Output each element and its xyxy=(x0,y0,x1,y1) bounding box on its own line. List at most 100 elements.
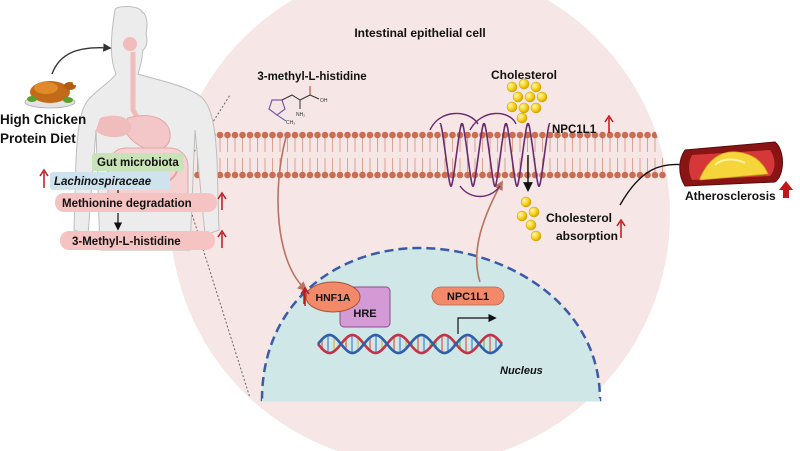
lipid-head xyxy=(344,131,351,139)
microbiota-box xyxy=(92,153,184,171)
lipid-head xyxy=(621,171,629,179)
lipid-head xyxy=(614,171,621,179)
lipid-head xyxy=(501,171,509,179)
imidazole-ring xyxy=(268,99,286,116)
lipid-head xyxy=(216,171,224,179)
lipid-head xyxy=(441,171,449,179)
cholesterol-ball xyxy=(536,91,548,103)
lipid-head xyxy=(254,171,261,179)
lipid-head xyxy=(396,131,404,139)
cholesterol-ball xyxy=(518,102,530,114)
lipid-head xyxy=(299,171,306,179)
methylhistidine-molecule: 3-methyl-L-histidine OH NH₂ CH₃ xyxy=(257,71,366,126)
lipid-head xyxy=(284,131,291,139)
absorbed-cholesterol xyxy=(516,196,542,242)
lipid-head xyxy=(254,131,261,139)
methionine-label: Methionine degradation xyxy=(62,198,192,210)
metabolite-to-hnf1a-arrow xyxy=(277,136,308,292)
lipid-head xyxy=(546,171,554,179)
cholesterol-ball xyxy=(528,206,540,218)
lipid-head xyxy=(246,131,254,139)
lipid-head xyxy=(629,171,636,179)
transcription-arrow-icon xyxy=(457,313,497,334)
lipid-head xyxy=(374,131,381,139)
lipid-head xyxy=(246,171,254,179)
lipid-head xyxy=(381,131,389,139)
gene-box xyxy=(431,286,505,306)
cholesterol-ball xyxy=(525,219,537,231)
lipid-head xyxy=(389,131,396,139)
lipid-head xyxy=(351,131,359,139)
lipid-head xyxy=(659,131,666,139)
absorption-annotation: Cholesterol absorption xyxy=(546,211,626,243)
histidine-box xyxy=(60,231,215,250)
lipid-head xyxy=(509,131,516,139)
atherosclerosis-label: Atherosclerosis xyxy=(685,189,776,203)
lipid-head xyxy=(336,131,344,139)
gene-label: NPC1L1 xyxy=(447,291,489,303)
lipid-head xyxy=(599,131,606,139)
lipid-head xyxy=(389,171,396,179)
cholesterol-ball xyxy=(516,112,528,124)
hnf1a-up-arrow-head xyxy=(300,286,310,295)
lipid-head xyxy=(269,171,276,179)
diet-to-mouth-arrow xyxy=(51,43,112,75)
methionine-up-arrow xyxy=(217,191,227,200)
cholesterol-label: Cholesterol xyxy=(491,68,557,82)
lipid-head xyxy=(291,171,299,179)
lipid-head xyxy=(261,131,269,139)
cholesterol-ball xyxy=(520,196,532,208)
metabolite-label: 3-methyl-L-histidine xyxy=(257,71,366,83)
lipid-head xyxy=(359,171,366,179)
lipid-head xyxy=(651,131,659,139)
lipid-head xyxy=(591,131,599,139)
lipid-head xyxy=(426,171,434,179)
lipid-head xyxy=(329,131,336,139)
lipid-head xyxy=(336,171,344,179)
lipid-head xyxy=(284,171,291,179)
roast-chicken-icon xyxy=(24,80,78,109)
lipid-head xyxy=(644,131,651,139)
cholesterol-molecules xyxy=(506,78,548,124)
lipid-head xyxy=(651,171,659,179)
lipid-head xyxy=(434,131,441,139)
lipid-head xyxy=(576,131,584,139)
lipid-head xyxy=(516,131,524,139)
lipid-head xyxy=(426,131,434,139)
lipid-head xyxy=(494,131,501,139)
lipid-head xyxy=(321,171,329,179)
lipid-head xyxy=(666,171,670,179)
cell-title: Intestinal epithelial cell xyxy=(354,26,485,40)
lipid-head xyxy=(216,131,224,139)
lipid-head xyxy=(231,171,239,179)
lipid-head xyxy=(306,171,314,179)
cholesterol-ball xyxy=(516,210,528,222)
npc1l1-helices xyxy=(439,123,551,187)
lipid-head xyxy=(231,131,239,139)
transporter-label: NPC1L1 xyxy=(552,124,597,136)
diet-line1: High Chicken xyxy=(0,112,86,127)
lipid-head xyxy=(576,171,584,179)
lipid-head xyxy=(561,171,569,179)
lipid-head xyxy=(374,171,381,179)
cholesterol-ball xyxy=(530,81,542,93)
lipid-head xyxy=(621,131,629,139)
lipid-head xyxy=(239,131,246,139)
lipid-head xyxy=(554,171,561,179)
lipid-head xyxy=(366,131,374,139)
lipid-head xyxy=(224,131,231,139)
lipid-head xyxy=(591,171,599,179)
lipid-head xyxy=(344,171,351,179)
hnf1a-label: HNF1A xyxy=(315,292,350,304)
lipid-head xyxy=(329,171,336,179)
lipid-head xyxy=(554,131,561,139)
methionine-box xyxy=(55,193,217,212)
lipid-head xyxy=(314,171,321,179)
cholesterol-group: Cholesterol xyxy=(491,68,557,124)
lipid-head xyxy=(606,171,614,179)
lipid-head xyxy=(419,171,426,179)
lipid-head xyxy=(614,131,621,139)
nucleus-label: Nucleus xyxy=(500,365,543,377)
lipid-head xyxy=(471,131,479,139)
lipid-head xyxy=(396,171,404,179)
